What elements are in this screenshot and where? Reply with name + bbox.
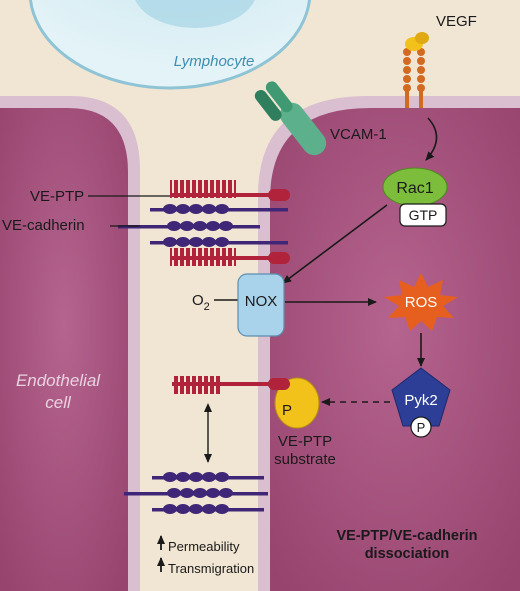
substrate-label-2: substrate xyxy=(274,451,336,468)
ve-cadherin-strand-3 xyxy=(150,237,288,247)
endothelial-label-2: cell xyxy=(45,393,72,412)
nox-label: NOX xyxy=(245,293,278,310)
outcomes: Permeability Transmigration xyxy=(157,535,254,576)
substrate-phospho-label: P xyxy=(282,402,292,419)
nox-node xyxy=(237,273,285,337)
vcam1-label: VCAM-1 xyxy=(330,126,387,143)
gtp-label: GTP xyxy=(409,207,438,223)
ve-cadherin-strand-2 xyxy=(118,221,260,231)
junction-complex xyxy=(118,180,290,266)
arrow-vegf-rac1 xyxy=(425,117,438,161)
endothelial-label-1: Endothelial xyxy=(16,371,101,390)
transmigration-label: Transmigration xyxy=(168,561,254,576)
dissociation-title-2: dissociation xyxy=(365,546,450,562)
ve-cadherin-label: VE-cadherin xyxy=(2,217,85,234)
vegf-receptor xyxy=(403,32,429,108)
lymphocyte-label: Lymphocyte xyxy=(174,53,255,70)
ros-label: ROS xyxy=(405,294,438,311)
substrate-node xyxy=(274,377,320,429)
vcam1-complex xyxy=(254,81,327,156)
left-endothelial-cell xyxy=(0,96,140,591)
pyk2-label: Pyk2 xyxy=(404,392,437,409)
ve-ptp-lower xyxy=(170,248,290,266)
vegf-label: VEGF xyxy=(436,13,477,30)
rac1-label: Rac1 xyxy=(396,180,433,197)
permeability-label: Permeability xyxy=(168,539,240,554)
substrate-label-1: VE-PTP xyxy=(278,433,332,450)
o2-label: O2 xyxy=(192,292,210,313)
ve-cadherin-strand-1 xyxy=(150,204,288,214)
ve-ptp-upper xyxy=(170,180,290,201)
ve-ptp-label: VE-PTP xyxy=(30,188,84,205)
arrow-rac1-nox xyxy=(282,204,388,284)
ros-node xyxy=(384,273,458,331)
lymphocyte: Lymphocyte xyxy=(28,0,312,90)
ve-cadherin-dissociated xyxy=(124,472,268,514)
right-endothelial-cell xyxy=(258,96,520,591)
pyk2-phospho-label: P xyxy=(417,420,426,435)
pyk2-phospho xyxy=(410,416,432,438)
dissociation-title-1: VE-PTP/VE-cadherin xyxy=(336,528,477,544)
gtp-node xyxy=(399,203,447,227)
